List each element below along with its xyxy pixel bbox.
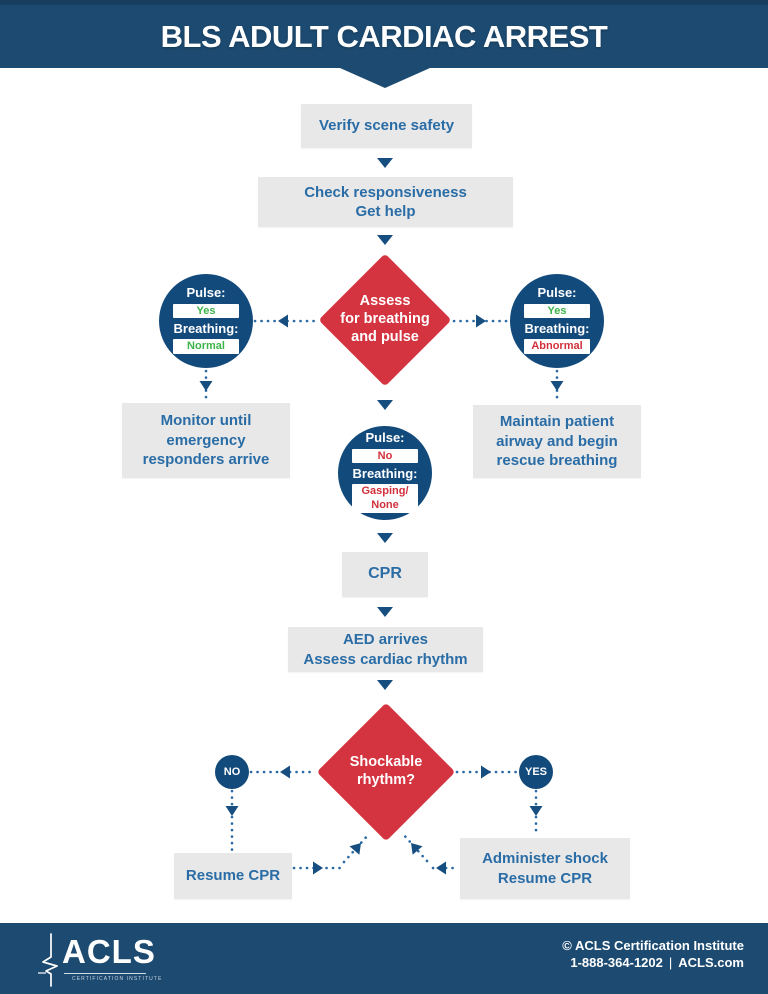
step-monitor-until-responders: Monitor until emergency responders arriv… xyxy=(122,403,290,478)
page-title: BLS ADULT CARDIAC ARREST xyxy=(160,19,608,54)
breathing-value: Normal xyxy=(173,339,239,354)
footer-contact: © ACLS Certification Institute 1-888-364… xyxy=(562,937,744,971)
decision-assess-breathing-pulse-label: Assess for breathing and pulse xyxy=(340,293,430,345)
footer-phone-site: 1-888-364-1202 | ACLS.com xyxy=(562,954,744,971)
arrow-left-icon xyxy=(436,861,446,875)
ekg-heartbeat-icon xyxy=(38,933,58,987)
pulse-label: Pulse: xyxy=(537,285,577,301)
status-circle-pulse-yes-breathing-abnormal: Pulse: Yes Breathing: Abnormal xyxy=(510,274,604,368)
pulse-value: Yes xyxy=(524,303,590,318)
arrow-down-icon xyxy=(225,806,239,816)
acls-logo-subtext: CERTIFICATION INSTITUTE xyxy=(72,976,163,982)
dotted-line xyxy=(342,832,371,864)
pulse-value: Yes xyxy=(173,303,239,318)
arrow-down-icon xyxy=(377,235,393,245)
step-administer-shock-resume-cpr: Administer shock Resume CPR xyxy=(460,838,630,899)
step-maintain-airway-rescue-breathing: Maintain patient airway and begin rescue… xyxy=(473,405,641,478)
branch-no: NO xyxy=(215,755,249,789)
footer-website: ACLS.com xyxy=(678,955,744,970)
arrow-up-right-icon xyxy=(349,843,361,855)
arrow-down-icon xyxy=(377,533,393,543)
breathing-label: Breathing: xyxy=(173,321,239,336)
step-check-responsiveness: Check responsiveness Get help xyxy=(258,177,513,227)
header-banner: BLS ADULT CARDIAC ARREST xyxy=(0,0,768,68)
acls-logo-text: ACLS xyxy=(62,933,156,970)
status-circle-pulse-no-breathing-gasping: Pulse: No Breathing: Gasping/ None xyxy=(338,426,432,520)
step-aed-arrives-assess-rhythm: AED arrives Assess cardiac rhythm xyxy=(288,627,483,672)
arrow-right-icon xyxy=(313,861,323,875)
arrow-down-icon xyxy=(377,680,393,690)
arrow-left-icon xyxy=(280,765,290,779)
step-verify-scene-safety: Verify scene safety xyxy=(301,104,472,148)
decision-shockable-rhythm-label: Shockable rhythm? xyxy=(349,754,423,788)
pulse-label: Pulse: xyxy=(365,430,405,446)
footer-divider: | xyxy=(668,955,673,970)
dotted-line xyxy=(401,832,429,863)
footer-phone: 1-888-364-1202 xyxy=(570,955,663,970)
arrow-down-icon xyxy=(199,381,213,391)
pulse-value: No xyxy=(352,448,418,463)
step-resume-cpr: Resume CPR xyxy=(174,853,292,899)
arrow-right-icon xyxy=(476,314,486,328)
footer-banner: ACLS CERTIFICATION INSTITUTE © ACLS Cert… xyxy=(0,923,768,994)
breathing-value: Abnormal xyxy=(524,339,590,354)
arrow-up-left-icon xyxy=(411,843,423,855)
footer-copyright: © ACLS Certification Institute xyxy=(562,938,744,953)
acls-logo: ACLS CERTIFICATION INSTITUTE xyxy=(38,931,161,989)
step-cpr: CPR xyxy=(342,552,428,597)
breathing-label: Breathing: xyxy=(352,465,418,481)
breathing-label: Breathing: xyxy=(524,321,590,336)
arrow-left-icon xyxy=(278,314,288,328)
arrow-right-icon xyxy=(481,765,491,779)
pulse-label: Pulse: xyxy=(186,285,226,301)
arrow-down-icon xyxy=(377,158,393,168)
acls-logo-rule xyxy=(64,973,146,974)
header-notch xyxy=(340,68,430,88)
branch-yes: YES xyxy=(519,755,553,789)
breathing-value: Gasping/ None xyxy=(352,484,418,513)
arrow-down-icon xyxy=(377,607,393,617)
arrow-down-icon xyxy=(529,806,543,816)
arrow-down-icon xyxy=(550,381,564,391)
arrow-down-icon xyxy=(377,400,393,410)
status-circle-pulse-yes-breathing-normal: Pulse: Yes Breathing: Normal xyxy=(159,274,253,368)
